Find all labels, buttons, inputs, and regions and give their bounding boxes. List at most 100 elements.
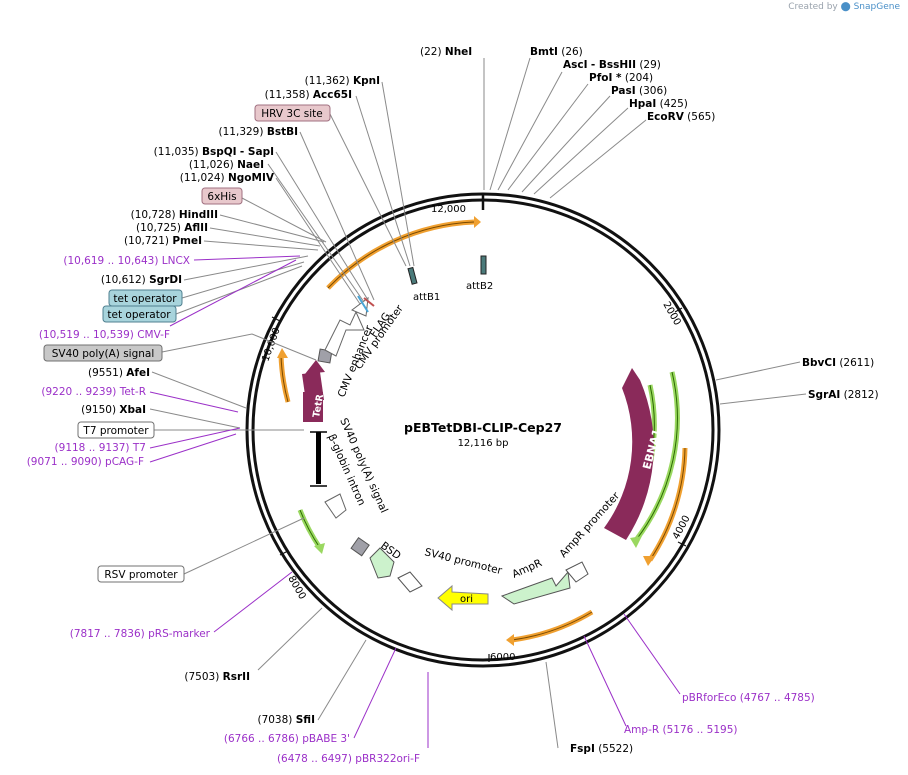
primer-leaders: [149, 255, 681, 748]
leader-bbvci: [715, 361, 801, 381]
ampr-arrow: [500, 570, 571, 605]
tetop2-label: tet operator: [107, 309, 171, 321]
site-ecorv: EcoRV (565): [647, 111, 715, 123]
site-bspqi: (11,035) BspQI - SapI: [154, 146, 274, 158]
leader-pbrforeco: [623, 613, 681, 695]
sv40-polya-bar: [316, 432, 321, 484]
leader-sgrai: [719, 393, 807, 405]
green-arc-left: [297, 509, 323, 550]
orange-arrow-left: [277, 348, 288, 358]
leader-fspi: [545, 661, 559, 749]
sv40polya-label: SV40 poly(A) signal: [52, 348, 155, 360]
site-bmti: BmtI (26): [530, 46, 583, 58]
snapgene-logo-icon: ⬤: [840, 2, 851, 12]
site-sgrai: SgrAI (2812): [808, 389, 879, 401]
orange-arc-top-core: [327, 221, 475, 289]
primer-tetr: (9220 .. 9239) Tet-R: [41, 386, 146, 398]
orange-arc-left: [278, 354, 291, 403]
green-arrow-right-1: [630, 536, 642, 548]
primer-pbr322ori: (6478 .. 6497) pBR322ori-F: [277, 753, 420, 765]
ampr-label: AmpR: [510, 557, 544, 581]
site-pfoi: PfoI * (204): [589, 72, 653, 84]
tick-4000: [677, 541, 687, 547]
primer-pbrforeco: pBRforEco (4767 .. 4785): [682, 692, 815, 704]
leader-pmei: [203, 240, 319, 251]
credit-created-by: Created by: [788, 2, 838, 12]
leader-sv40polya: [161, 333, 317, 361]
t7promoter-box: [77, 421, 155, 439]
site-nhei: (22) NheI: [420, 46, 472, 58]
sv40polya-box: [43, 344, 163, 362]
leader-aflii: [209, 227, 321, 247]
plasmid-name: pEBTetDBI-CLIP-Cep27: [404, 420, 562, 435]
leader-lines: [149, 57, 807, 749]
green-arrow-left: [314, 543, 325, 554]
leader-bstbi: [299, 131, 375, 301]
leader-rsrii: [257, 607, 323, 671]
leader-bspqi: [275, 151, 369, 301]
ampr-promoter-arrow: [565, 561, 589, 583]
his-stripe: [363, 297, 375, 307]
site-asci: AscI - BssHII (29): [563, 59, 661, 71]
site-fspi: FspI (5522): [570, 743, 633, 755]
attb2-marker: [480, 255, 487, 275]
tick-label-12000: 12,000: [431, 204, 466, 215]
leader-ngomiv: [275, 177, 361, 305]
inner-features: EBNA1 TetR ori: [302, 255, 664, 612]
flag-stripe: [357, 295, 369, 313]
tick-2000: [674, 307, 683, 313]
snapgene-credit: Created by ⬤ SnapGene: [788, 2, 900, 12]
tick-label-6000: 6000: [490, 652, 515, 663]
site-pmei: (10,721) PmeI: [124, 235, 202, 247]
bsd-tag-box: [350, 536, 370, 557]
green-arc-right-1-core: [635, 371, 678, 541]
tick-label-8000: 8000: [285, 574, 307, 602]
leader-prsmarker: [213, 571, 293, 633]
rsv-box: [97, 565, 185, 583]
leader-tetr: [149, 391, 239, 413]
site-kpni: (11,362) KpnI: [305, 75, 380, 87]
leader-t7: [149, 427, 241, 449]
tick-10000: [271, 316, 281, 322]
leader-hpai: [533, 107, 629, 195]
leader-afei: [151, 371, 247, 409]
credit-brand: SnapGene: [853, 2, 900, 12]
leader-bmti: [489, 57, 531, 191]
primer-lncx: (10,619 .. 10,643) LNCX: [63, 255, 190, 267]
leader-hrv: [329, 113, 407, 267]
bsd-arrow: [369, 547, 395, 579]
leader-xbai: [149, 408, 241, 429]
ebna1-arrow: [604, 368, 654, 540]
ori-label: ori: [460, 594, 473, 605]
primer-t7: (9118 .. 9137) T7: [55, 442, 146, 454]
orange-arc-right-core: [649, 447, 686, 561]
leader-sfii: [317, 639, 367, 721]
attb1-label: attB1: [413, 292, 440, 303]
leader-naei: [267, 163, 365, 303]
tetr-arrowhead: [305, 360, 325, 374]
tetop2-box: [102, 305, 177, 323]
sv40-promoter-arrow: [397, 571, 423, 593]
site-ngomiv: (11,024) NgoMIV: [180, 172, 275, 184]
primer-pbabe: (6766 .. 6786) pBABE 3': [224, 733, 350, 745]
ori-arrow: [437, 584, 489, 612]
site-hpai: HpaI (425): [629, 98, 688, 110]
primer-ampr: Amp-R (5176 .. 5195): [624, 724, 738, 736]
leader-tetop1: [181, 261, 305, 299]
site-bstbi: (11,329) BstBI: [219, 126, 298, 138]
site-afei: (9551) AfeI: [88, 367, 150, 379]
site-pasi: PasI (306): [611, 85, 667, 97]
leader-acc65i: [355, 95, 411, 267]
primer-cmvf: (10,519 .. 10,539) CMV-F: [39, 329, 170, 341]
leader-cmvf: [169, 259, 297, 327]
orange-arrow-top: [474, 216, 481, 228]
leader-pfoi: [507, 83, 589, 191]
hrv-label: HRV 3C site: [261, 108, 322, 120]
primer-pcagf: (9071 .. 9090) pCAG-F: [27, 456, 144, 468]
hrv-box: [254, 104, 331, 122]
rsv-label: RSV promoter: [104, 569, 178, 581]
ring-features: [278, 216, 688, 643]
leader-asci: [497, 71, 563, 191]
site-rsrii: (7503) RsrII: [184, 671, 250, 683]
